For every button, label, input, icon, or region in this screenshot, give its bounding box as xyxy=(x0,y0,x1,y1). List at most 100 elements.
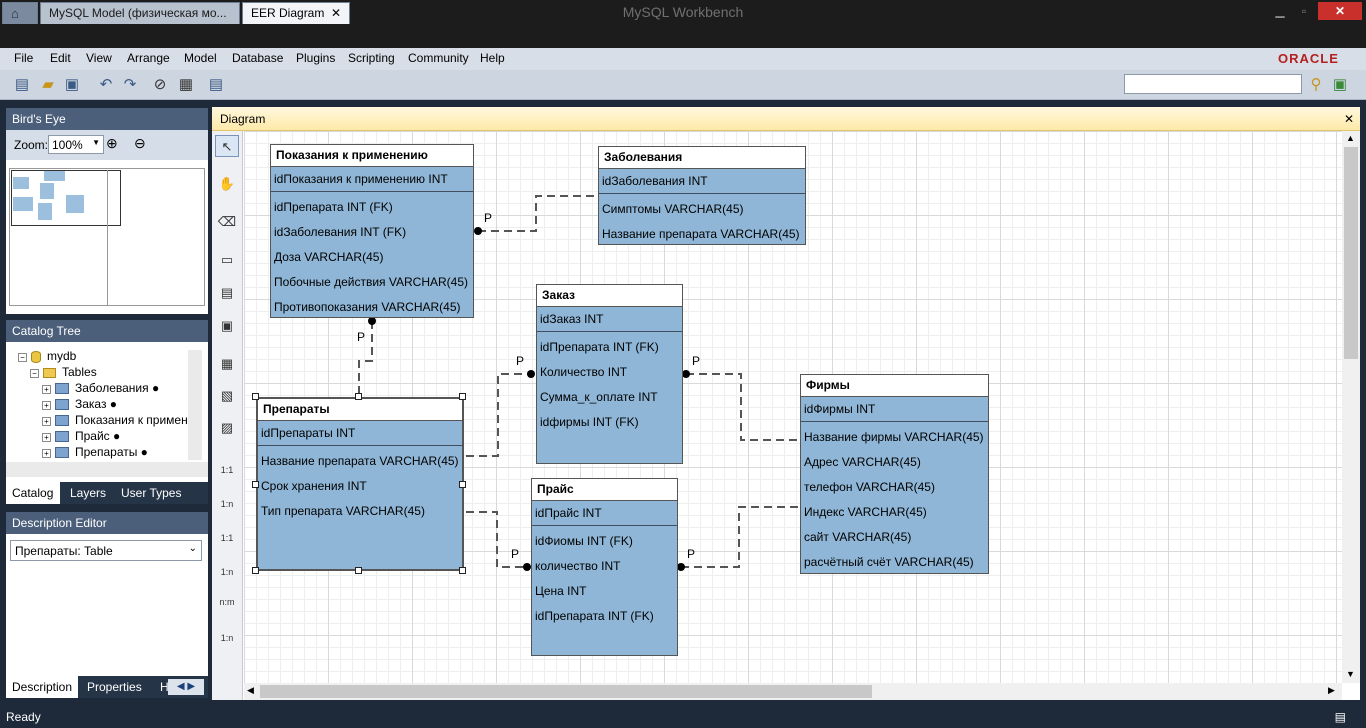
menu-scripting[interactable]: Scripting xyxy=(348,51,395,65)
undo-icon[interactable]: ↶ xyxy=(99,76,113,93)
zoom-select[interactable]: 100% ▼ xyxy=(48,135,104,154)
redo-icon[interactable]: ↷ xyxy=(123,76,137,93)
tab-eer-diagram[interactable]: EER Diagram ✕ xyxy=(242,2,350,24)
entity-firmy[interactable]: Фирмы idФирмы INT Название фирмы VARCHAR… xyxy=(800,374,989,574)
tab-user-types[interactable]: User Types xyxy=(121,486,182,500)
minimap-viewport[interactable] xyxy=(11,170,121,226)
scroll-right-icon[interactable]: ▶ xyxy=(1328,685,1335,695)
menu-edit[interactable]: Edit xyxy=(50,51,71,65)
eraser-tool-icon[interactable]: ⌫ xyxy=(217,214,237,229)
scrollbar-thumb[interactable] xyxy=(260,685,872,698)
layer-tool-icon[interactable]: ▭ xyxy=(220,252,234,267)
menu-file[interactable]: File xyxy=(14,51,34,65)
zoom-out-icon[interactable]: ⊖ xyxy=(134,135,146,151)
scroll-up-icon[interactable]: ▲ xyxy=(1346,133,1355,143)
tab-mysql-model[interactable]: MySQL Model (физическая мо... xyxy=(40,2,240,24)
rel-1-n-identifying-tool[interactable]: 1:n xyxy=(220,499,234,509)
menu-arrange[interactable]: Arrange xyxy=(127,51,170,65)
tree-table-item[interactable]: +Заболевания ● xyxy=(42,381,159,395)
tree-schema[interactable]: −mydb xyxy=(18,349,76,363)
close-icon[interactable]: ✕ xyxy=(1343,112,1354,126)
entity-preparaty[interactable]: Препараты idПрепараты INT Название препа… xyxy=(256,397,464,571)
resize-handle[interactable] xyxy=(459,567,466,574)
tree-table-item[interactable]: +Заказ ● xyxy=(42,397,117,411)
tab-scroll-arrows[interactable]: ◀ ▶ xyxy=(168,679,204,695)
minimap[interactable] xyxy=(9,168,205,306)
collapse-icon[interactable]: − xyxy=(18,353,27,362)
rel-n-m-tool[interactable]: n:m xyxy=(219,597,235,607)
expand-icon[interactable]: + xyxy=(42,385,51,394)
zoom-in-icon[interactable]: ⊕ xyxy=(106,135,118,151)
output-panel-icon[interactable]: ▤ xyxy=(1334,710,1346,724)
save-icon[interactable]: ▣ xyxy=(64,76,80,93)
tab-catalog[interactable]: Catalog xyxy=(6,482,60,504)
tree-hscrollbar[interactable] xyxy=(6,462,208,477)
tab-home[interactable]: ⌂ xyxy=(2,2,38,24)
tab-description[interactable]: Description xyxy=(6,676,78,698)
resize-handle[interactable] xyxy=(459,481,466,488)
search-input[interactable] xyxy=(1124,74,1302,94)
collapse-icon[interactable]: − xyxy=(30,369,39,378)
tree-table-item[interactable]: +Прайс ● xyxy=(42,429,120,443)
align-grid-icon[interactable]: ▦ xyxy=(178,76,194,93)
resize-handle[interactable] xyxy=(355,393,362,400)
resize-handle[interactable] xyxy=(355,567,362,574)
rel-1-1-tool[interactable]: 1:1 xyxy=(220,533,234,543)
view-tool-icon[interactable]: ▧ xyxy=(220,388,234,403)
open-folder-icon[interactable]: ▰ xyxy=(42,76,54,93)
menu-database[interactable]: Database xyxy=(232,51,284,65)
rel-1-1-identifying-tool[interactable]: 1:1 xyxy=(220,465,234,475)
pointer-tool-icon[interactable]: ↖ xyxy=(215,135,239,157)
object-select[interactable]: Препараты: Table ⌄ xyxy=(10,540,202,561)
menu-community[interactable]: Community xyxy=(408,51,469,65)
tree-folder-tables[interactable]: −Tables xyxy=(30,365,97,379)
entity-zakaz[interactable]: Заказ idЗаказ INT idПрепарата INT (FK) К… xyxy=(536,284,683,464)
maximize-icon[interactable]: ▫ xyxy=(1301,4,1307,18)
expand-icon[interactable]: + xyxy=(42,449,51,458)
note-tool-icon[interactable]: ▤ xyxy=(220,285,234,300)
tab-properties[interactable]: Properties xyxy=(87,680,142,694)
minimize-icon[interactable]: ▁ xyxy=(1275,4,1285,18)
entity-zabolevaniya[interactable]: Заболевания idЗаболевания INT Симптомы V… xyxy=(598,146,806,245)
tree-table-item[interactable]: +Показания к примен xyxy=(42,413,188,427)
rel-existing-columns-tool[interactable]: 1:n xyxy=(220,633,234,643)
hand-tool-icon[interactable]: ✋ xyxy=(218,176,236,191)
resize-handle[interactable] xyxy=(252,481,259,488)
menu-model[interactable]: Model xyxy=(184,51,217,65)
menu-plugins[interactable]: Plugins xyxy=(296,51,336,65)
horizontal-scrollbar[interactable]: ◀ ▶ xyxy=(244,683,1342,700)
menu-help[interactable]: Help xyxy=(480,51,505,65)
diagram-canvas[interactable]: P P P P P P Показания к применению idПок… xyxy=(244,131,1342,683)
expand-icon[interactable]: + xyxy=(42,433,51,442)
menu-view[interactable]: View xyxy=(86,51,112,65)
scroll-down-icon[interactable]: ▼ xyxy=(1346,669,1355,679)
tree-scrollbar[interactable] xyxy=(188,350,202,460)
vertical-scrollbar[interactable]: ▲ ▼ xyxy=(1342,131,1360,683)
rel-1-n-tool[interactable]: 1:n xyxy=(220,567,234,577)
toggle-grid-icon[interactable]: ⊘ xyxy=(153,76,167,93)
resize-handle[interactable] xyxy=(252,393,259,400)
search-icon[interactable]: ⚲ xyxy=(1310,76,1322,93)
new-document-icon[interactable]: ▤ xyxy=(14,76,30,93)
entity-pokazaniya[interactable]: Показания к применению idПоказания к при… xyxy=(270,144,474,318)
panel-toggle-icon[interactable]: ▣ xyxy=(1332,76,1348,93)
description-textarea[interactable] xyxy=(10,564,202,672)
entity-title: Препараты xyxy=(258,399,462,421)
image-tool-icon[interactable]: ▣ xyxy=(220,318,234,333)
expand-icon[interactable]: + xyxy=(42,417,51,426)
new-page-icon[interactable]: ▤ xyxy=(208,76,224,93)
entity-prais[interactable]: Прайс idПрайс INT idФиомы INT (FK) колич… xyxy=(531,478,678,656)
scrollbar-thumb[interactable] xyxy=(1344,147,1358,359)
entity-pk: idФирмы INT xyxy=(801,397,988,422)
tab-history[interactable]: H xyxy=(160,680,169,694)
scroll-left-icon[interactable]: ◀ xyxy=(247,685,254,695)
table-tool-icon[interactable]: ▦ xyxy=(220,356,234,371)
close-window-button[interactable]: ✕ xyxy=(1318,2,1362,20)
routine-group-tool-icon[interactable]: ▨ xyxy=(220,420,234,435)
resize-handle[interactable] xyxy=(459,393,466,400)
resize-handle[interactable] xyxy=(252,567,259,574)
tab-layers[interactable]: Layers xyxy=(70,486,107,500)
close-tab-icon[interactable]: ✕ xyxy=(330,6,341,20)
tree-table-item[interactable]: +Препараты ● xyxy=(42,445,148,459)
expand-icon[interactable]: + xyxy=(42,401,51,410)
